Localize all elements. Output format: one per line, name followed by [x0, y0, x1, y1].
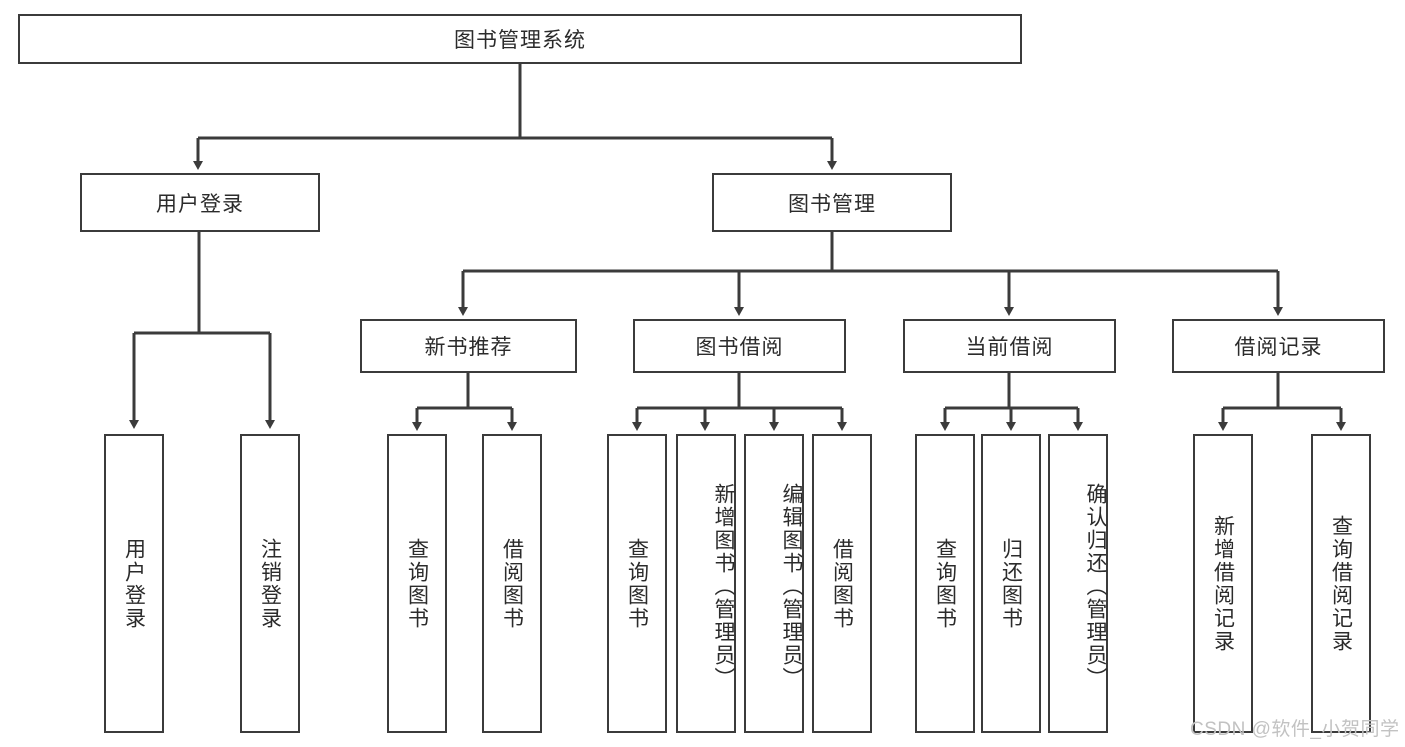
watermark: CSDN @软件_小贺同学 [1190, 719, 1400, 740]
node-leaf-logout[interactable]: 注销登录 [240, 434, 300, 733]
node-leaf-borrow-book-2[interactable]: 借阅图书 [812, 434, 872, 733]
node-label: 编辑图书（管理员） [780, 483, 803, 690]
node-leaf-confirm-return-admin[interactable]: 确认归还（管理员） [1048, 434, 1108, 733]
node-borrow-record[interactable]: 借阅记录 [1172, 319, 1385, 373]
node-leaf-borrow-book-1[interactable]: 借阅图书 [482, 434, 542, 733]
node-current-borrow[interactable]: 当前借阅 [903, 319, 1116, 373]
node-label: 用户登录 [122, 537, 146, 630]
node-label: 查询图书 [625, 537, 649, 630]
node-user-login[interactable]: 用户登录 [80, 173, 320, 232]
node-label: 用户登录 [156, 192, 244, 216]
node-label: 图书管理 [788, 192, 876, 216]
node-book-borrow[interactable]: 图书借阅 [633, 319, 846, 373]
node-label: 查询图书 [405, 537, 429, 630]
node-label: 当前借阅 [965, 336, 1054, 359]
node-label: 借阅图书 [500, 537, 524, 630]
node-label: 归还图书 [999, 537, 1023, 630]
node-label: 确认归还（管理员） [1084, 483, 1107, 690]
node-label: 新增图书（管理员） [712, 483, 735, 690]
node-leaf-add-book-admin[interactable]: 新增图书（管理员） [676, 434, 736, 733]
node-leaf-edit-book-admin[interactable]: 编辑图书（管理员） [744, 434, 804, 733]
node-new-book-recommend[interactable]: 新书推荐 [360, 319, 577, 373]
node-book-management[interactable]: 图书管理 [712, 173, 952, 232]
node-leaf-add-borrow-record[interactable]: 新增借阅记录 [1193, 434, 1253, 733]
node-leaf-query-book-2[interactable]: 查询图书 [607, 434, 667, 733]
node-leaf-query-borrow-record[interactable]: 查询借阅记录 [1311, 434, 1371, 733]
node-label: 查询图书 [933, 537, 957, 630]
node-label: 图书管理系统 [454, 29, 586, 52]
node-book-management-system[interactable]: 图书管理系统 [18, 14, 1022, 64]
node-label: 借阅记录 [1234, 336, 1323, 359]
node-leaf-return-book[interactable]: 归还图书 [981, 434, 1041, 733]
node-leaf-query-book-1[interactable]: 查询图书 [387, 434, 447, 733]
node-label: 注销登录 [258, 537, 282, 630]
node-label: 新书推荐 [424, 336, 513, 359]
node-leaf-user-login[interactable]: 用户登录 [104, 434, 164, 733]
node-label: 借阅图书 [830, 537, 854, 630]
node-label: 图书借阅 [695, 336, 784, 359]
node-label: 新增借阅记录 [1211, 514, 1235, 653]
node-label: 查询借阅记录 [1329, 514, 1353, 653]
node-leaf-query-book-3[interactable]: 查询图书 [915, 434, 975, 733]
